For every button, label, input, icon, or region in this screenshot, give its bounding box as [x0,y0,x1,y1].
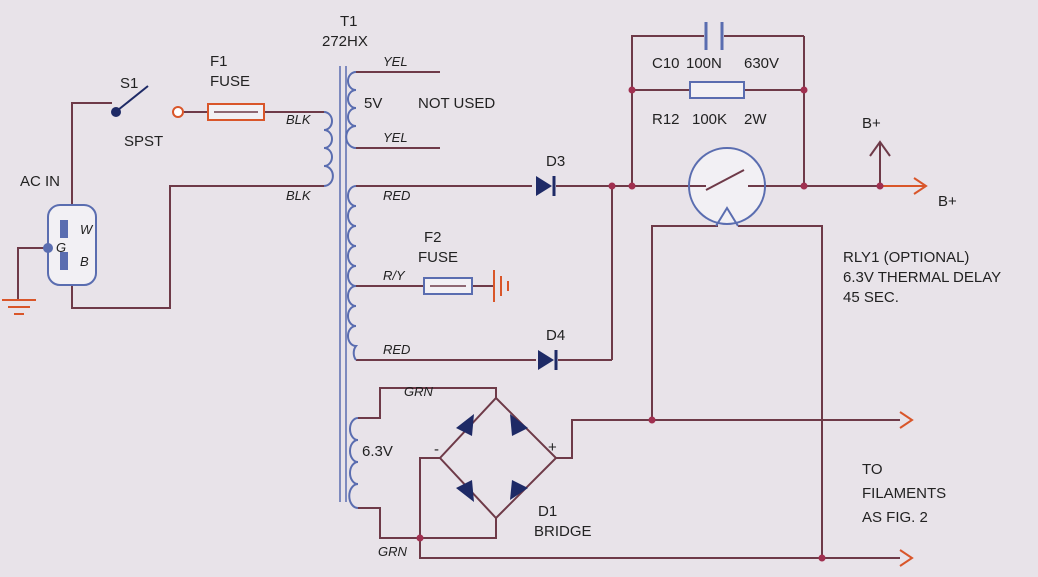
c10-voltage-label: 630V [744,55,779,72]
to-label: TO [862,461,883,478]
bridge-rectifier-d1 [438,396,558,520]
bplus-top-label: B+ [862,115,881,132]
fuse1-label: FUSE [210,73,250,90]
ac-in-label: AC IN [20,173,60,190]
c10-label: C10 [652,55,680,72]
ground-symbol-ht [493,270,509,302]
ac-socket: W B G [43,204,97,286]
ry-label: R/Y [383,268,406,283]
bridge-label: BRIDGE [534,523,592,540]
c10-value-label: 100N [686,55,722,72]
rly1-label: RLY1 (OPTIONAL) [843,249,969,266]
wires [17,35,928,567]
labels: AC IN S1 SPST F1 FUSE T1 272HX YEL 5V NO… [20,13,1001,559]
as-fig-label: AS FIG. 2 [862,509,928,526]
socket-b-label: B [80,254,89,269]
r12-power-label: 2W [744,111,767,128]
red-top-label: RED [383,188,410,203]
bridge-plus-label: + [548,439,557,456]
relay-rly1 [688,147,766,227]
f2-label: F2 [424,229,442,246]
d3-label: D3 [546,153,565,170]
spst-label: SPST [124,133,163,150]
socket-g-label: G [56,240,66,255]
r12-label: R12 [652,111,680,128]
blk-bottom-label: BLK [286,188,312,203]
not-used-label: NOT USED [418,95,495,112]
grn-top-label: GRN [404,384,434,399]
t1-label: T1 [340,13,358,30]
transformer-t1 [323,66,359,509]
capacitor-c10 [704,22,724,50]
grn-bottom-label: GRN [378,544,408,559]
fuse-f2 [423,277,473,295]
bridge-minus-label: - [434,441,439,458]
rly1-desc-label: 6.3V THERMAL DELAY [843,269,1001,286]
rly1-time-label: 45 SEC. [843,289,899,306]
s1-label: S1 [120,75,138,92]
resistor-r12 [689,81,745,99]
fuse2-label: FUSE [418,249,458,266]
d4-label: D4 [546,327,565,344]
d1-label: D1 [538,503,557,520]
63v-label: 6.3V [362,443,393,460]
diode-d3 [536,176,556,196]
f1-label: F1 [210,53,228,70]
5v-label: 5V [364,95,382,112]
diode-d4 [538,350,558,370]
t1-model-label: 272HX [322,33,368,50]
ground-symbol-mains [2,299,36,315]
yel-mid-label: YEL [383,130,408,145]
r12-value-label: 100K [692,111,727,128]
yel-top-label: YEL [383,54,408,69]
fuse-f1 [207,103,265,121]
junctions [416,86,884,562]
red-bottom-label: RED [383,342,410,357]
bplus-right-label: B+ [938,193,957,210]
socket-w-label: W [80,222,94,237]
blk-top-label: BLK [286,112,312,127]
filaments-label: FILAMENTS [862,485,946,502]
switch-s1 [111,85,184,118]
